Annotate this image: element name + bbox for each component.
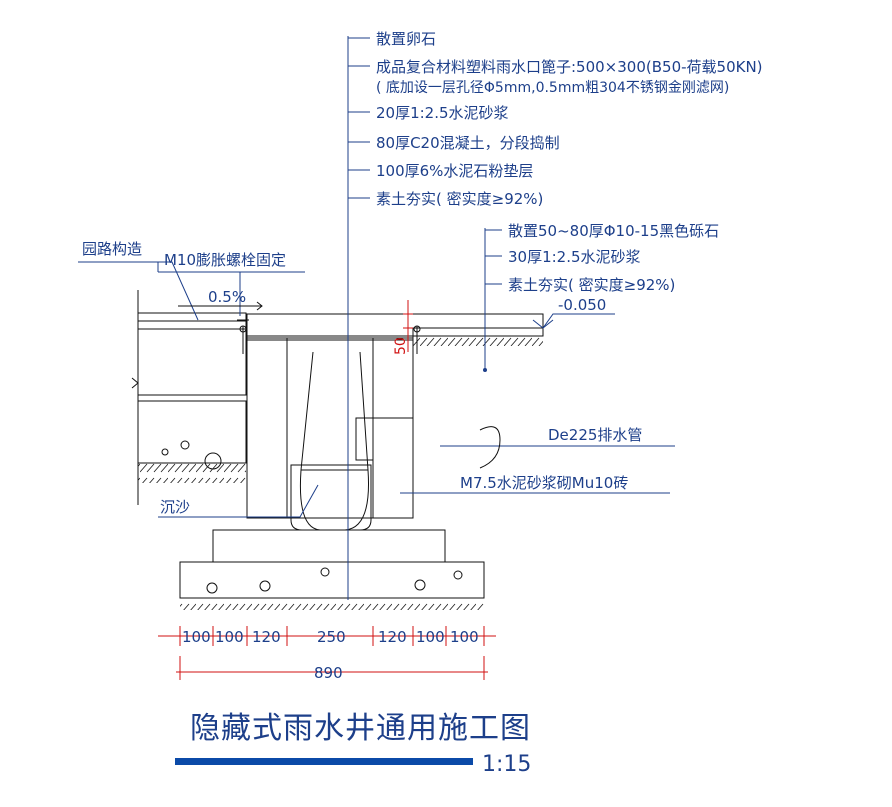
well-chamber bbox=[286, 337, 374, 519]
sediment-fill bbox=[290, 464, 372, 531]
dim-seg-4: 250 bbox=[317, 628, 346, 646]
label-slope: 0.5% bbox=[208, 288, 246, 306]
label-bolt: M10膨胀螺栓固定 bbox=[164, 251, 286, 269]
callout-soil: 素土夯实( 密实度≥92%) bbox=[376, 190, 543, 208]
expansion-bolts bbox=[237, 319, 418, 354]
dim-seg-6: 100 bbox=[416, 628, 445, 646]
foundation-slab bbox=[212, 529, 446, 563]
dim-seg-7: 100 bbox=[450, 628, 479, 646]
label-sediment: 沉沙 bbox=[160, 498, 190, 516]
callout-grate: 成品复合材料塑料雨水口篦子:500×300(B50-荷载50KN) bbox=[376, 58, 763, 76]
drawing-title: 隐藏式雨水井通用施工图 bbox=[190, 711, 531, 746]
pebble-layer bbox=[246, 313, 544, 337]
label-brick: M7.5水泥砂浆砌Mu10砖 bbox=[460, 474, 628, 492]
dimension-lines bbox=[158, 626, 496, 680]
drawing-scale: 1:15 bbox=[482, 752, 531, 777]
callout-right-mortar: 30厚1:2.5水泥砂浆 bbox=[508, 248, 641, 266]
left-brick-wall bbox=[246, 337, 288, 519]
dim-seg-2: 100 bbox=[215, 628, 244, 646]
callout-right-soil: 素土夯实( 密实度≥92%) bbox=[508, 276, 675, 294]
right-brick-wall bbox=[372, 337, 414, 519]
dim-seg-1: 100 bbox=[182, 628, 211, 646]
label-road-structure: 园路构造 bbox=[82, 240, 142, 258]
label-pipe: De225排水管 bbox=[548, 426, 642, 444]
base-concrete bbox=[179, 561, 485, 599]
filter-basket bbox=[299, 351, 370, 531]
elevation-label: -0.050 bbox=[558, 296, 606, 314]
callout-concrete: 80厚C20混凝土，分段捣制 bbox=[376, 134, 560, 152]
dim-total: 890 bbox=[314, 664, 343, 682]
title-underline bbox=[175, 758, 473, 765]
callout-cushion: 100厚6%水泥石粉垫层 bbox=[376, 162, 533, 180]
dim-seg-5: 120 bbox=[378, 628, 407, 646]
road-section bbox=[131, 290, 247, 505]
callout-mortar: 20厚1:2.5水泥砂浆 bbox=[376, 104, 509, 122]
callout-filter-mesh: ( 底加设一层孔径Φ5mm,0.5mm粗304不锈钢金刚滤网) bbox=[376, 80, 729, 96]
callout-pebbles: 散置卵石 bbox=[376, 30, 436, 48]
compacted-soil bbox=[180, 598, 484, 610]
dim-seg-3: 120 bbox=[252, 628, 281, 646]
elevation-dim: 50 bbox=[393, 337, 409, 355]
callout-gravel: 散置50~80厚Φ10-15黑色砾石 bbox=[508, 222, 719, 240]
